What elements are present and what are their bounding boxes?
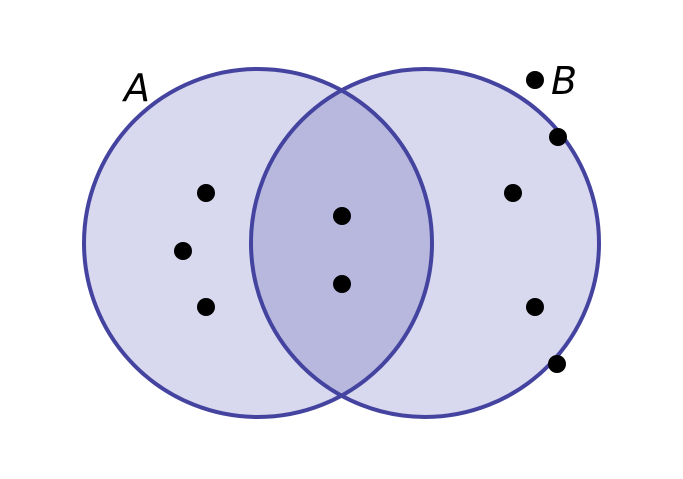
intersection-region bbox=[251, 69, 432, 417]
outside-element-dot bbox=[526, 71, 544, 89]
intersection-element-dot bbox=[333, 275, 351, 293]
set-a-element-dot bbox=[174, 242, 192, 260]
set-a-label: A bbox=[121, 66, 150, 110]
outside-element-dot bbox=[548, 355, 566, 373]
set-b-element-dot bbox=[526, 298, 544, 316]
set-a-element-dot bbox=[197, 184, 215, 202]
intersection-element-dot bbox=[333, 207, 351, 225]
set-b-element-dot bbox=[504, 184, 522, 202]
set-b-label: B bbox=[551, 59, 577, 103]
set-a-element-dot bbox=[197, 298, 215, 316]
set-b-element-dot bbox=[549, 128, 567, 146]
set-a-outline bbox=[82, 67, 434, 419]
set-b-outline bbox=[249, 67, 601, 419]
